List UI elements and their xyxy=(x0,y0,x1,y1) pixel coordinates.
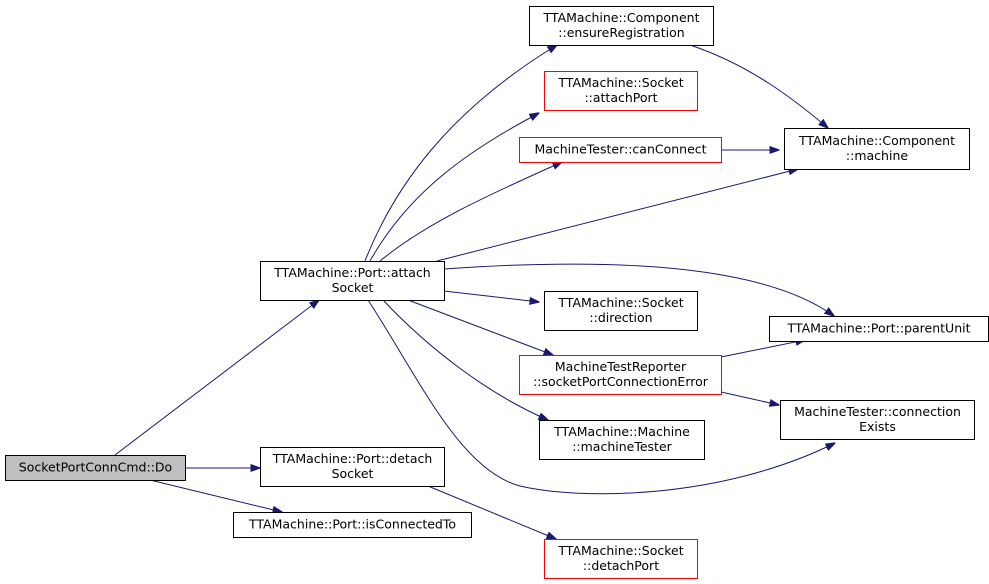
edge-port-attach-to-ensure-reg xyxy=(364,45,557,262)
node-box xyxy=(233,512,472,538)
node-report-error[interactable]: MachineTestReporter::socketPortConnectio… xyxy=(519,355,722,395)
node-machine-tester[interactable]: TTAMachine::Machine::machineTester xyxy=(539,420,705,460)
node-box xyxy=(5,455,186,481)
edge-root-to-is-connected xyxy=(149,479,282,512)
edge-port-attach-to-socket-direction xyxy=(443,290,539,302)
node-box xyxy=(544,291,698,331)
edge-port-attach-to-socket-attach-port xyxy=(369,113,539,262)
node-box xyxy=(260,447,445,487)
node-label-line: MachineTester::canConnect xyxy=(534,142,706,157)
edge-port-attach-to-can-connect xyxy=(379,162,562,262)
edge-port-detach-to-socket-detach-port xyxy=(427,485,556,539)
node-label-line: TTAMachine::Port::attach xyxy=(273,265,431,280)
node-label-line: ::socketPortConnectionError xyxy=(533,374,709,389)
node-label-line: ::direction xyxy=(589,310,652,325)
node-label-line: TTAMachine::Port::parentUnit xyxy=(786,321,970,336)
node-label-line: SocketPortConnCmd::Do xyxy=(19,460,172,475)
edge-port-attach-to-parent-unit xyxy=(443,263,834,316)
edge-report-error-to-parent-unit xyxy=(720,340,805,358)
node-box xyxy=(769,316,989,342)
node-label-line: Exists xyxy=(859,419,896,434)
node-label-line: TTAMachine::Socket xyxy=(557,75,683,90)
node-box xyxy=(780,400,975,440)
node-label-line: TTAMachine::Socket xyxy=(557,543,683,558)
node-ensure-reg[interactable]: TTAMachine::Component::ensureRegistratio… xyxy=(529,6,714,46)
node-box xyxy=(544,71,698,111)
node-label-line: TTAMachine::Socket xyxy=(557,295,683,310)
edge-root-to-port-attach xyxy=(114,300,319,456)
edge-port-attach-to-report-error xyxy=(407,299,553,355)
node-label-line: MachineTester::connection xyxy=(794,404,961,419)
node-box xyxy=(519,355,722,395)
node-is-connected[interactable]: TTAMachine::Port::isConnectedTo xyxy=(233,512,472,538)
edges-layer xyxy=(114,44,835,539)
node-box xyxy=(519,137,722,163)
node-component-machine[interactable]: TTAMachine::Component::machine xyxy=(784,128,970,170)
node-label-line: Socket xyxy=(332,280,374,295)
edge-report-error-to-connection-exists xyxy=(720,391,779,405)
node-label-line: MachineTestReporter xyxy=(555,359,687,374)
edge-port-attach-to-machine-tester xyxy=(382,299,548,420)
node-label-line: TTAMachine::Component xyxy=(798,133,955,148)
node-label-line: ::detachPort xyxy=(583,558,659,573)
edge-port-attach-to-connection-exists xyxy=(367,299,835,495)
node-label-line: TTAMachine::Component xyxy=(543,10,700,25)
node-label-line: ::ensureRegistration xyxy=(558,25,684,40)
node-box xyxy=(260,261,445,301)
node-label-line: ::attachPort xyxy=(584,90,657,105)
node-label-line: ::machineTester xyxy=(572,439,672,454)
node-box xyxy=(539,420,705,460)
node-box xyxy=(529,6,714,46)
node-box xyxy=(544,539,698,579)
edge-port-attach-to-component-machine xyxy=(436,169,798,262)
node-box xyxy=(784,128,970,170)
node-label-line: TTAMachine::Port::detach xyxy=(272,451,433,466)
nodes-layer: SocketPortConnCmd::Do TTAMachine::Port::a… xyxy=(5,6,989,579)
node-root[interactable]: SocketPortConnCmd::Do xyxy=(5,455,186,481)
node-label-line: TTAMachine::Port::isConnectedTo xyxy=(248,517,456,532)
node-label-line: ::machine xyxy=(846,148,908,163)
edge-ensure-reg-to-component-machine xyxy=(689,44,828,128)
node-socket-direction[interactable]: TTAMachine::Socket::direction xyxy=(544,291,698,331)
node-label-line: TTAMachine::Machine xyxy=(553,424,690,439)
node-parent-unit[interactable]: TTAMachine::Port::parentUnit xyxy=(769,316,989,342)
node-socket-attach-port[interactable]: TTAMachine::Socket::attachPort xyxy=(544,71,698,111)
node-can-connect[interactable]: MachineTester::canConnect xyxy=(519,137,722,163)
node-socket-detach-port[interactable]: TTAMachine::Socket::detachPort xyxy=(544,539,698,579)
node-label-line: Socket xyxy=(332,466,374,481)
